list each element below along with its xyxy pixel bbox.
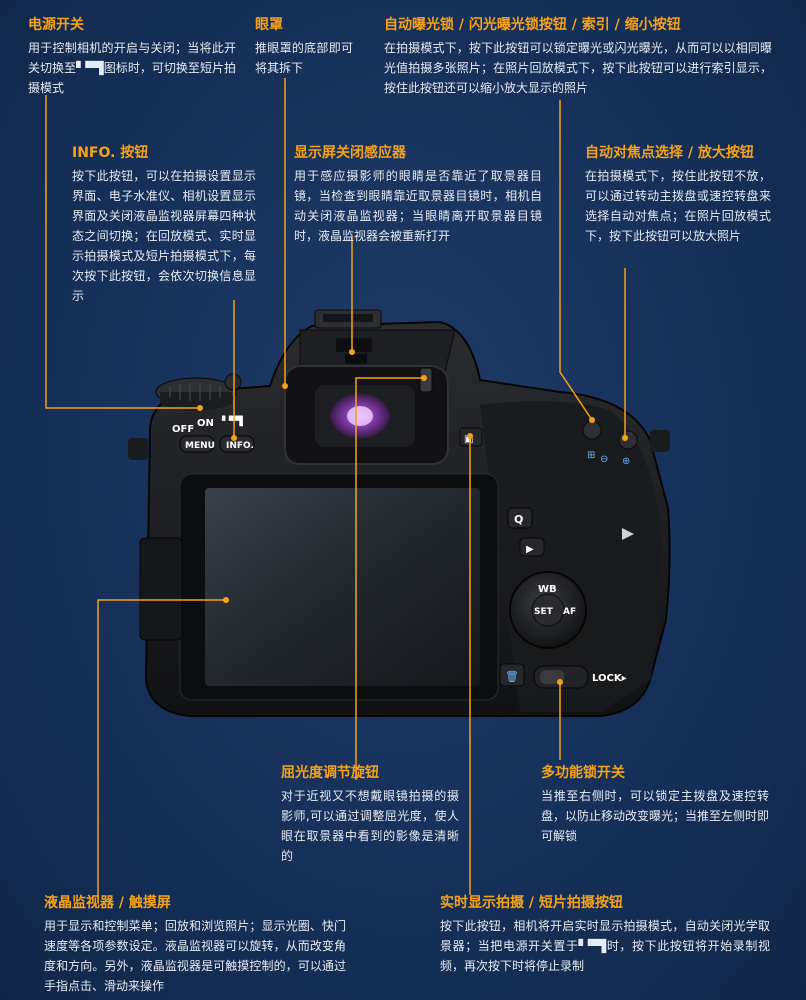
callout-lcd: 液晶监视器 / 触摸屏 用于显示和控制菜单；回放和浏览照片；显示光圈、快门速度等…: [44, 892, 346, 996]
callout-ae-lock: 自动曝光锁 / 闪光曝光锁按钮 / 索引 / 缩小按钮 在拍摄模式下，按下此按钮…: [384, 14, 772, 98]
callout-body: 在拍摄模式下，按住此按钮不放，可以通过转动主拨盘或速控转盘来选择自动对焦点；在照…: [585, 169, 771, 243]
lcd-screen: [205, 488, 480, 686]
svg-text:▣: ▣: [464, 434, 473, 445]
svg-text:⊕: ⊕: [622, 456, 630, 467]
menu-button-label: MENU: [185, 441, 215, 451]
callout-body: 在拍摄模式下，按下此按钮可以锁定曝光或闪光曝光，从而可以以相同曝光值拍摄多张照片…: [384, 41, 772, 95]
callout-body: 对于近视又不想戴眼镜拍摄的摄影师,可以通过调整屈光度，使人眼在取景器中看到的影像…: [281, 789, 459, 863]
callout-title: 屈光度调节旋钮: [281, 765, 379, 781]
info-button-label: INFO.: [226, 441, 254, 451]
callout-body: 推眼罩的底部即可将其拆下: [255, 41, 353, 75]
callout-title: 眼罩: [255, 17, 283, 33]
callout-body: 用于控制相机的开启与关闭；当将此开关切换至▘▀▜图标时，可切换至短片拍摄模式: [28, 41, 236, 95]
callout-body: 按下此按钮，可以在拍摄设置显示界面、电子水准仪、相机设置显示界面及关闭液晶监视器…: [72, 169, 256, 303]
callout-lock-switch: 多功能锁开关 当推至右侧时，可以锁定主拨盘及速控转盘，以防止移动改变曝光；当推至…: [541, 762, 769, 846]
callout-title: INFO. 按钮: [72, 145, 149, 161]
callout-title: 多功能锁开关: [541, 765, 625, 781]
callout-title: 自动曝光锁 / 闪光曝光锁按钮 / 索引 / 缩小按钮: [384, 17, 681, 33]
trash-button-shape: [499, 663, 525, 687]
lock-label: LOCK▸: [592, 673, 627, 684]
set-label: SET: [534, 607, 554, 617]
eye-sensor: [345, 354, 367, 364]
wb-label: WB: [538, 584, 557, 595]
q-button-label: Q: [514, 513, 523, 526]
q-button-shape: [507, 507, 533, 529]
callout-title: 电源开关: [28, 17, 84, 33]
svg-text:⊖: ⊖: [600, 454, 608, 465]
on-label: ON: [197, 418, 214, 429]
callout-title: 显示屏关闭感应器: [294, 145, 406, 161]
off-label: OFF: [172, 424, 194, 435]
callout-liveview: 实时显示拍摄 / 短片拍摄按钮 按下此按钮，相机将开启实时显示拍摄模式，自动关闭…: [440, 892, 770, 976]
movie-label: ▘▀▜: [221, 415, 244, 427]
svg-text:▶: ▶: [526, 544, 534, 555]
callout-power-switch: 电源开关 用于控制相机的开启与关闭；当将此开关切换至▘▀▜图标时，可切换至短片拍…: [28, 14, 236, 98]
callout-body: 当推至右侧时，可以锁定主拨盘及速控转盘，以防止移动改变曝光；当推至左侧时即可解锁: [541, 789, 770, 843]
callout-body: 用于显示和控制菜单；回放和浏览照片；显示光圈、快门速度等各项参数设定。液晶监视器…: [44, 919, 346, 993]
callout-info-button: INFO. 按钮 按下此按钮，可以在拍摄设置显示界面、电子水准仪、相机设置显示界…: [72, 142, 256, 306]
callout-title: 实时显示拍摄 / 短片拍摄按钮: [440, 895, 623, 911]
callout-eyecup: 眼罩 推眼罩的底部即可将其拆下: [255, 14, 353, 78]
callout-body: 按下此按钮，相机将开启实时显示拍摄模式，自动关闭光学取景器；当把电源开关置于▘▀…: [440, 919, 770, 973]
callout-title: 液晶监视器 / 触摸屏: [44, 895, 171, 911]
svg-text:🗑: 🗑: [505, 670, 519, 683]
callout-eye-sensor: 显示屏关闭感应器 用于感应摄影师的眼睛是否靠近了取景器目镜，当检查到眼睛靠近取景…: [294, 142, 542, 246]
callout-title: 自动对焦点选择 / 放大按钮: [585, 145, 754, 161]
callout-af-point: 自动对焦点选择 / 放大按钮 在拍摄模式下，按住此按钮不放，可以通过转动主拨盘或…: [585, 142, 771, 246]
svg-text:⊞: ⊞: [587, 450, 595, 461]
callout-diopter: 屈光度调节旋钮 对于近视又不想戴眼镜拍摄的摄影师,可以通过调整屈光度，使人眼在取…: [281, 762, 459, 866]
play-button-shape: [519, 537, 545, 557]
info-button-shape: [219, 435, 255, 453]
menu-button-shape: [179, 435, 215, 453]
callout-body: 用于感应摄影师的眼睛是否靠近了取景器目镜，当检查到眼睛靠近取景器目镜时，相机自动…: [294, 169, 542, 243]
af-label: AF: [563, 607, 576, 617]
